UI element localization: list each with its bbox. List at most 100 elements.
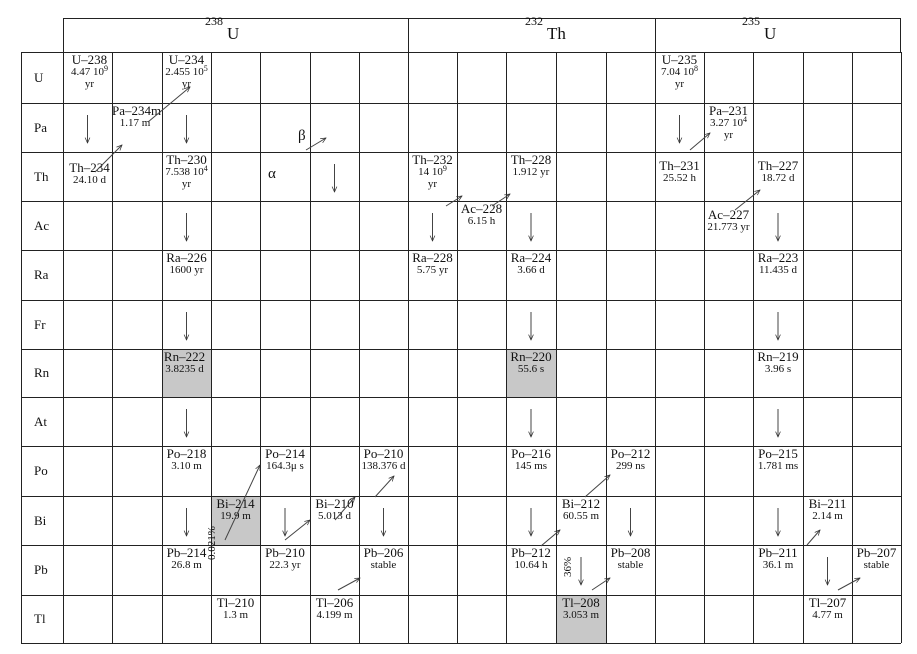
nuclide-name: Bi–211: [808, 496, 847, 511]
nuclide-name: Pb–207: [856, 545, 897, 560]
nuclide-halflife: 3.8235 d: [165, 363, 204, 375]
grid-line: [359, 52, 360, 643]
nuclide-halflife: 26.8 m: [171, 559, 202, 571]
nuclide-halflife: 7.538 104: [165, 164, 208, 178]
nuclide-name: Pb–212: [511, 545, 551, 560]
grid-line: [21, 103, 901, 104]
nuclide-name: Th–230: [166, 152, 207, 167]
halflife-unit: yr: [674, 78, 685, 90]
halflife-unit: yr: [181, 78, 192, 90]
beta-symbol: β: [298, 128, 306, 144]
header-u235-series: 235U: [742, 14, 776, 52]
grid-line: [63, 52, 64, 643]
nuclide-halflife: 36.1 m: [762, 559, 794, 571]
nuclide-name: Pb–211: [758, 545, 798, 560]
element-label-u: U: [34, 69, 44, 85]
nuclide-name: Th–231: [659, 158, 700, 173]
header-mass: 232: [525, 14, 543, 28]
grid-line: [21, 52, 22, 643]
beta-arrow: [224, 465, 261, 541]
header-th232-series: 232Th: [525, 14, 566, 52]
nuclide-halflife: 22.3 yr: [269, 559, 301, 571]
nuclide-name: Tl–206: [315, 595, 354, 610]
nuclide-name: Bi–210: [315, 496, 354, 511]
grid-line: [21, 52, 901, 53]
nuclide-halflife: 145 ms: [514, 460, 548, 472]
nuclide-halflife: 3.96 s: [764, 363, 792, 375]
nuclide-halflife: 3.10 m: [171, 460, 202, 472]
nuclide-halflife: 3.27 104: [710, 115, 747, 129]
grid-line: [655, 18, 656, 53]
grid-line: [901, 52, 902, 643]
element-label-th: Th: [34, 168, 49, 184]
element-label-fr: Fr: [34, 316, 46, 332]
nuclide-halflife: 10.64 h: [514, 559, 548, 571]
grid-line: [21, 152, 901, 153]
nuclide-name: Pa–234m: [112, 103, 162, 118]
element-label-rn: Rn: [34, 365, 50, 380]
nuclide-name: Pb–210: [265, 545, 305, 560]
shade-tl208: [556, 595, 606, 643]
nuclide-name: Po–216: [511, 446, 551, 461]
grid-line: [803, 52, 804, 643]
grid-line: [21, 643, 901, 644]
grid-line: [21, 595, 901, 596]
nuclide-name: Pb–208: [610, 545, 651, 560]
grid-line: [21, 496, 901, 497]
nuclide-name: Po–214: [265, 446, 305, 461]
beta-arrow: [147, 87, 190, 123]
nuclide-name: Po–218: [166, 446, 207, 461]
nuclide-halflife: 21.773 yr: [707, 221, 750, 233]
beta-arrow: [491, 194, 510, 207]
nuclide-name: Bi–214: [216, 496, 255, 511]
nuclide-name: Pb–206: [363, 545, 404, 560]
halflife-exponent: 4: [203, 164, 208, 173]
halflife-exponent: 4: [743, 115, 747, 124]
nuclide-name: Rn–220: [510, 349, 552, 364]
halflife-unit: yr: [84, 78, 95, 90]
grid-line: [21, 397, 901, 398]
alpha-symbol: α: [268, 166, 276, 182]
nuclide-name: Th–234: [69, 160, 110, 175]
nuclide-halflife: 5.75 yr: [416, 264, 449, 276]
halflife-exponent: 9: [442, 164, 447, 173]
nuclide-halflife: 24.10 d: [73, 174, 106, 186]
nuclide-name: Ra–223: [757, 250, 799, 265]
beta-arrow: [689, 133, 710, 151]
nuclide-name: Th–228: [510, 152, 552, 167]
nuclide-name: Pb–214: [166, 545, 207, 560]
nuclide-name: Bi–212: [561, 496, 601, 511]
nuclide-name: Rn–222: [163, 349, 206, 364]
beta-arrow: [837, 577, 860, 591]
nuclide-halflife: 4.47 109: [71, 64, 108, 78]
nuclide-name: Ac–228: [460, 201, 503, 216]
nuclide-halflife: 25.52 h: [663, 172, 696, 184]
grid-line: [655, 52, 656, 643]
header-mass: 235: [742, 14, 760, 28]
nuclide-halflife: 1.3 m: [222, 609, 249, 621]
nuclide-halflife: 1.781 ms: [757, 460, 799, 472]
grid-line: [900, 18, 901, 53]
grid-line: [211, 52, 212, 643]
grid-line: [162, 52, 163, 643]
nuclide-halflife: 3.66 d: [517, 264, 545, 276]
grid-line: [260, 52, 261, 643]
